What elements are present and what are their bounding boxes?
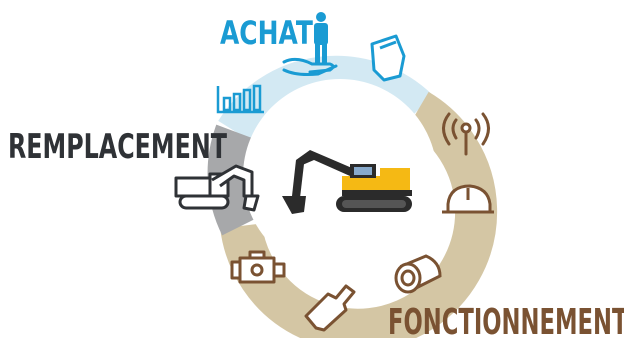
label-achat: ACHAT: [220, 14, 313, 52]
ring-segment-fonctionnement: [220, 91, 498, 338]
label-fonctionnement: FONCTIONNEMENT: [388, 302, 624, 338]
excavator-icon: [282, 150, 412, 214]
filter-icon: [394, 254, 442, 294]
engine-icon: [230, 250, 286, 284]
bucket-icon: [370, 34, 406, 82]
hand-icon: [282, 57, 338, 76]
signal-icon: [442, 112, 490, 156]
label-remplacement: REMPLACEMENT: [8, 127, 227, 166]
hardhat-icon: [442, 184, 494, 214]
old-excavator-icon: [174, 164, 260, 212]
bar-chart-icon: [216, 84, 264, 114]
person-icon: [314, 12, 328, 64]
wrench-icon: [304, 284, 356, 332]
